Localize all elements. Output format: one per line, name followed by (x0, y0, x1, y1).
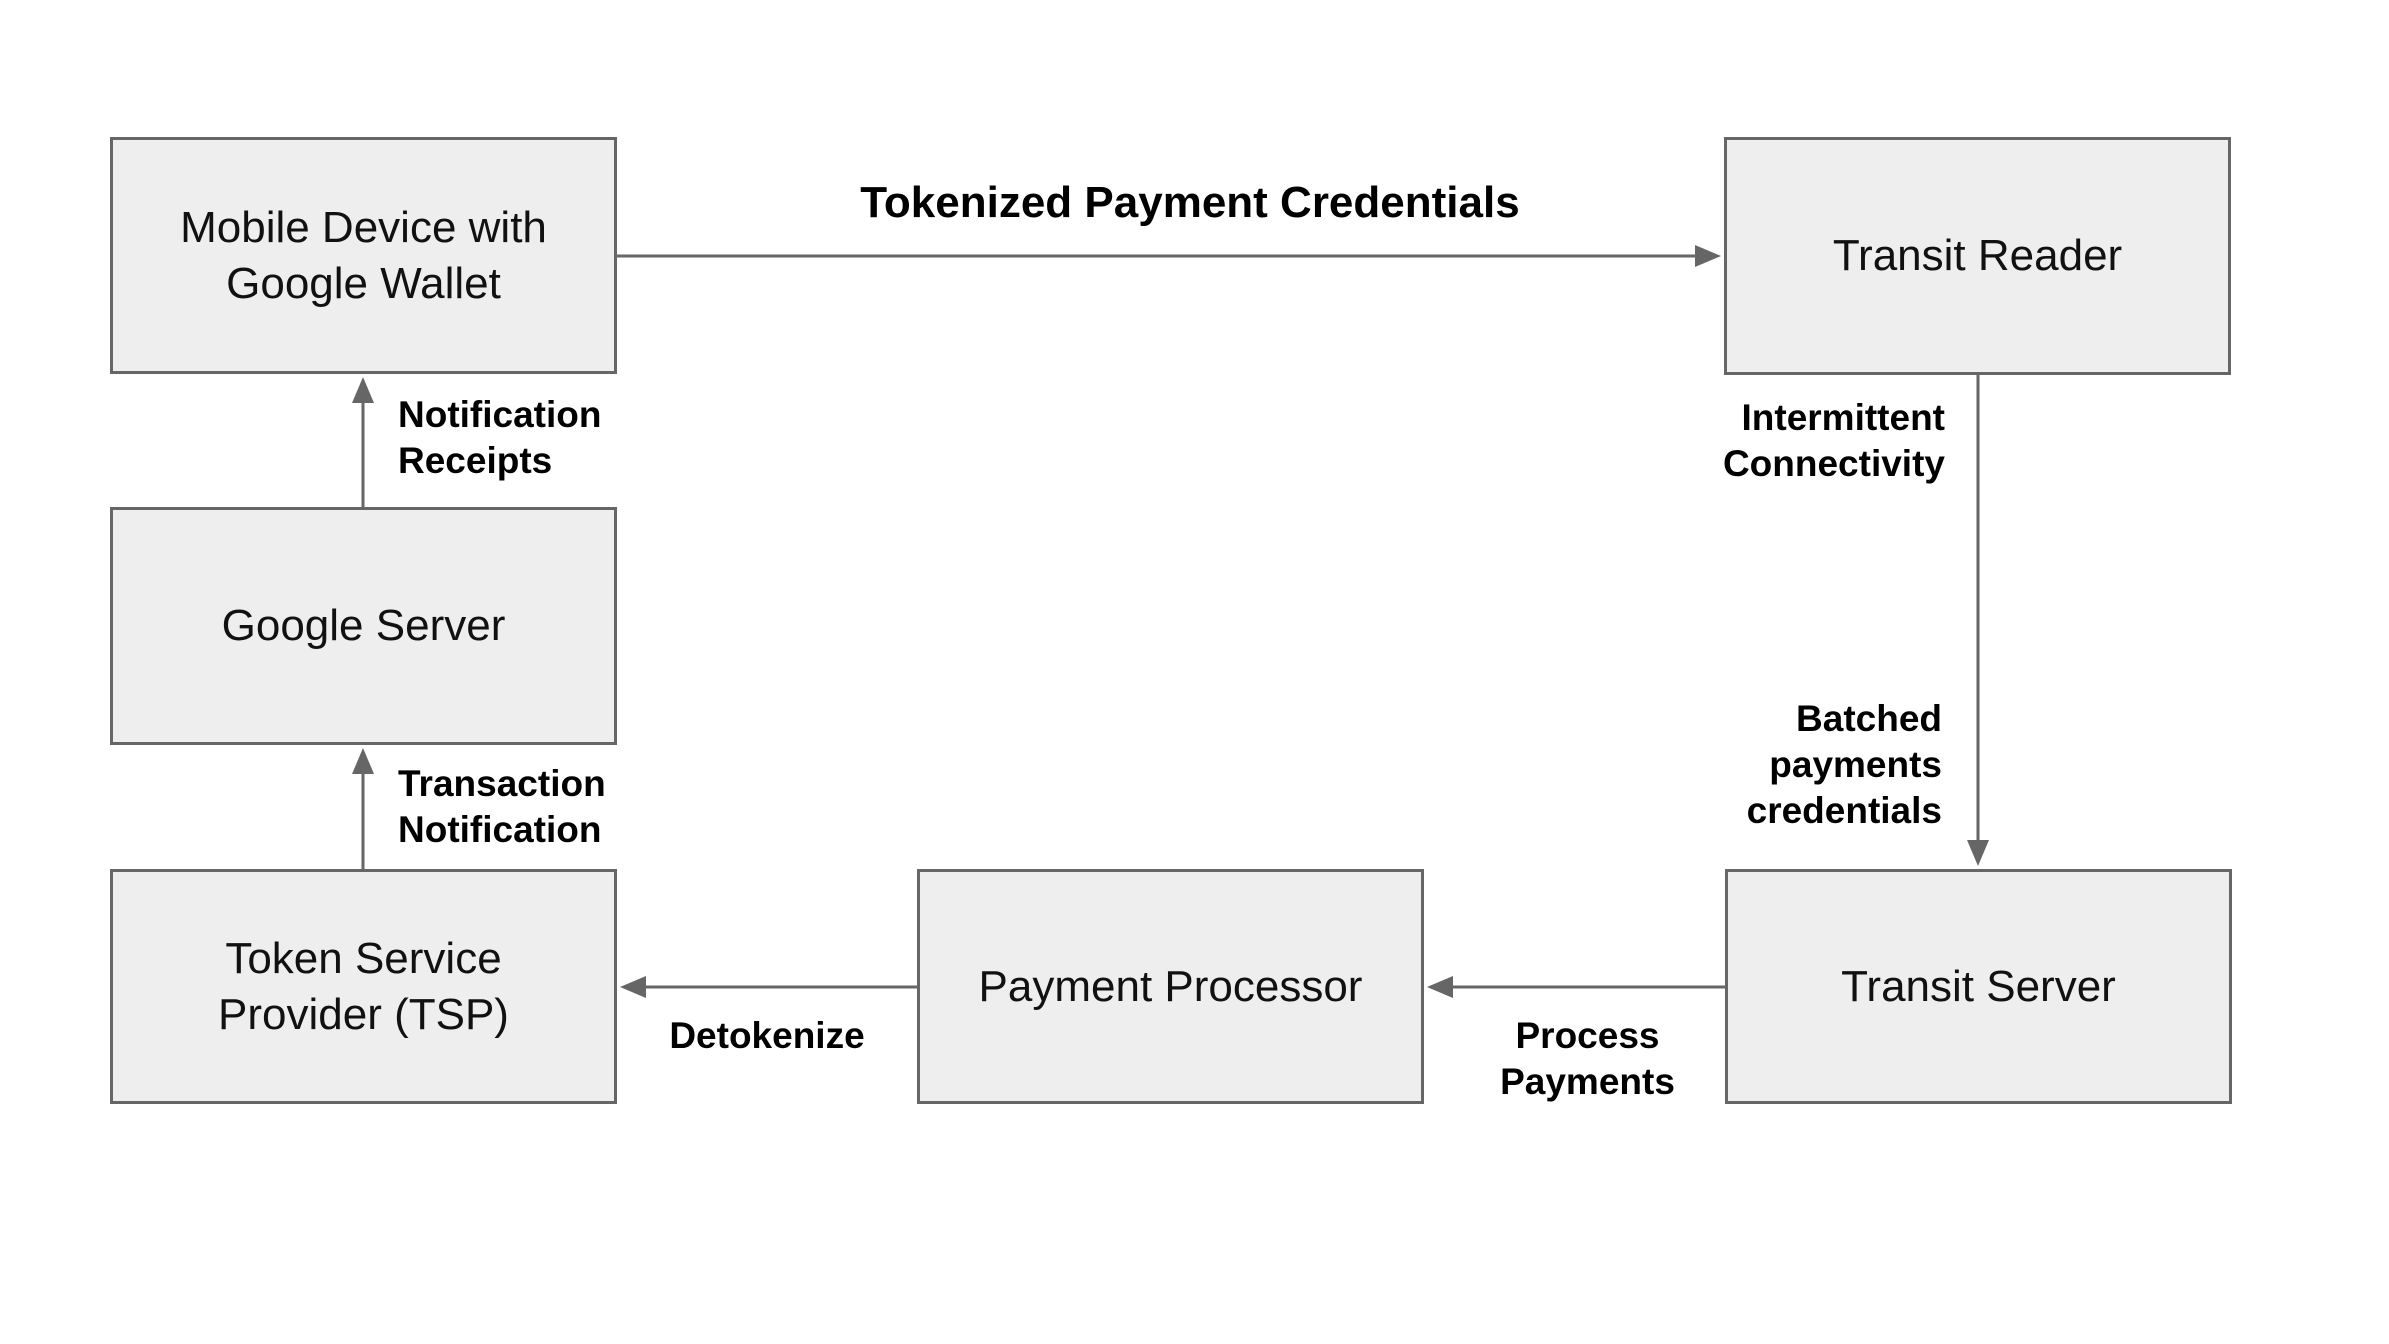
node-mobile-device-google-wallet: Mobile Device with Google Wallet (110, 137, 617, 374)
edge-label-line: Transaction (398, 763, 606, 804)
arrowhead-left (620, 976, 646, 998)
edge-label-tokenized-payment-credentials: Tokenized Payment Credentials (640, 178, 1740, 228)
node-label-line: Token Service (225, 933, 502, 983)
edge-label-batched-payments-credentials: Batched payments credentials (1600, 696, 1942, 834)
edge-label-line: Intermittent (1741, 397, 1946, 438)
node-label-line: Transit Server (1841, 961, 2116, 1011)
edge-label-line: credentials (1746, 790, 1942, 831)
edge-label-line: Connectivity (1722, 443, 1945, 484)
node-google-server: Google Server (110, 507, 617, 745)
node-label-line: Google Server (221, 601, 506, 650)
edge-mobile-to-transit-reader (617, 245, 1721, 267)
edge-label-notification-receipts: Notification Receipts (398, 392, 748, 484)
node-transit-reader: Transit Reader (1724, 137, 2231, 375)
edge-label-line: Receipts (398, 440, 553, 481)
edge-label-line: Detokenize (669, 1015, 865, 1056)
edge-label-line: Notification (398, 394, 602, 435)
node-transit-server: Transit Server (1725, 869, 2232, 1104)
node-label-line: Transit Reader (1832, 231, 2123, 280)
node-label-line: Mobile Device with (180, 202, 547, 252)
arrowhead-left (1427, 976, 1453, 998)
arrowhead-up (352, 748, 374, 774)
edge-label-line: Notification (398, 809, 602, 850)
edge-payment-processor-to-tsp (620, 976, 917, 998)
node-payment-processor: Payment Processor (917, 869, 1424, 1104)
node-label-line: Provider (TSP) (218, 989, 509, 1039)
edge-label-line: Batched (1796, 698, 1942, 739)
edge-label-line: Process (1515, 1015, 1660, 1056)
edge-transit-server-to-payment-processor (1427, 976, 1725, 998)
node-label-line: Payment Processor (978, 961, 1363, 1011)
node-label-line: Google Wallet (226, 258, 501, 308)
node-token-service-provider: Token Service Provider (TSP) (110, 869, 617, 1104)
edge-label-line: Tokenized Payment Credentials (860, 178, 1520, 227)
edge-label-intermittent-connectivity: Intermittent Connectivity (1600, 395, 1945, 487)
edge-google-server-to-mobile (352, 377, 374, 507)
edge-label-line: Payments (1500, 1061, 1675, 1102)
arrowhead-up (352, 377, 374, 403)
arrowhead-right (1695, 245, 1721, 267)
arrowhead-down (1967, 840, 1989, 866)
edge-label-line: payments (1769, 744, 1942, 785)
edge-label-detokenize: Detokenize (637, 1013, 897, 1059)
edge-tsp-to-google-server (352, 748, 374, 869)
edge-transit-reader-to-transit-server (1967, 375, 1989, 866)
edge-label-transaction-notification: Transaction Notification (398, 761, 748, 853)
edge-label-process-payments: Process Payments (1455, 1013, 1720, 1105)
